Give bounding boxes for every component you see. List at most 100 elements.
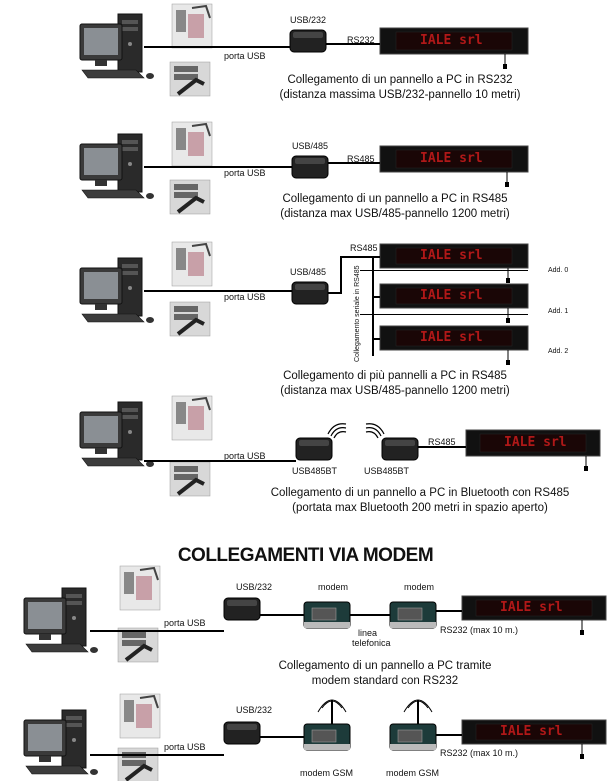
caption-2: Collegamento di un pannello a PC in RS48… (230, 192, 560, 222)
usb-port-label-6: porta USB (164, 742, 206, 752)
usb232-adapter-1 (289, 29, 327, 53)
panel-display-text-2: IALE srl (420, 151, 483, 166)
panel-display-text-1: IALE srl (420, 33, 483, 48)
bus-label-2: RS485 (347, 154, 375, 164)
usb-port-label-5: porta USB (164, 618, 206, 628)
usb-cable-3 (144, 290, 292, 292)
caption-1-line1: Collegamento di un pannello a PC in RS23… (287, 74, 513, 86)
rs485-return-2 (360, 314, 528, 315)
bluetooth-waves-4a (327, 423, 347, 439)
panel-plug-2 (504, 171, 510, 188)
usb-cable-1 (144, 46, 290, 48)
usb-port-image-1 (168, 60, 212, 98)
usb232-adapter-6 (223, 721, 261, 745)
panel-display-text-3b: IALE srl (420, 288, 483, 303)
gsm-antenna-6b (403, 699, 433, 725)
modem-label-5b: modem (404, 582, 435, 592)
adapter-label-6: USB/232 (236, 705, 273, 715)
usb-cable-6 (90, 754, 224, 756)
led-panel-4 (465, 429, 601, 457)
gsm-modem-6a (303, 723, 351, 751)
led-panel-1 (379, 27, 529, 55)
panel-address-2: Add. 2 (548, 348, 569, 355)
caption-1-line2: (distanza massima USB/232-pannello 10 me… (279, 89, 521, 101)
panel-plug-1 (502, 53, 508, 70)
usb-port-image-2 (168, 178, 212, 216)
panel-display-text-4: IALE srl (504, 435, 567, 450)
caption-5-line1: Collegamento di un pannello a PC tramite (278, 660, 492, 672)
adapter-modem-cable-6 (260, 736, 304, 738)
caption-3-line2: (distanza max USB/485-pannello 1200 metr… (280, 385, 510, 397)
panel-plug-5 (579, 619, 585, 636)
bus-label-1: RS232 (347, 35, 375, 45)
pc-computer-5 (23, 587, 99, 654)
rs232-cable-1 (326, 43, 380, 45)
gsm-modem-6b (389, 723, 437, 751)
motherboard-image-2 (171, 121, 213, 167)
phone-line-label-5b: telefonica (352, 638, 391, 648)
gsm-antenna-6a (317, 699, 347, 725)
gsm-modem-label-6b: modem GSM (386, 768, 440, 778)
panel-plug-3c (505, 349, 511, 366)
caption-5: Collegamento di un pannello a PC tramite… (220, 659, 550, 689)
caption-3-line1: Collegamento di più pannelli a PC in RS4… (283, 370, 507, 382)
modem-label-5a: modem (318, 582, 349, 592)
caption-5-line2: modem standard con RS232 (311, 675, 459, 687)
motherboard-image-3 (171, 241, 213, 287)
bluetooth-waves-4b (365, 423, 385, 439)
adapter-label-4b: USB485BT (364, 466, 410, 476)
usb485bt-adapter-4a (295, 437, 333, 461)
usb-port-image-4 (168, 460, 212, 498)
caption-4-line1: Collegamento di un pannello a PC in Blue… (270, 487, 570, 499)
panel-display-text-6: IALE srl (500, 724, 563, 739)
rs485-riser-3 (340, 256, 342, 294)
pc-computer-4 (79, 401, 155, 468)
usb232-adapter-5 (223, 597, 261, 621)
rs485-return-1 (360, 270, 528, 271)
adapter-label-1: USB/232 (290, 15, 327, 25)
adapter-label-5: USB/232 (236, 582, 273, 592)
motherboard-image-6 (119, 693, 161, 739)
panel-plug-3b (505, 307, 511, 324)
usb-port-image-3 (168, 300, 212, 338)
rs232-cable-5 (436, 610, 462, 612)
usb-port-label-1: porta USB (224, 51, 266, 61)
gsm-modem-label-6a: modem GSM (300, 768, 354, 778)
phone-line-label-5a: linea (358, 628, 378, 638)
adapter-label-3: USB/485 (290, 267, 327, 277)
bus-label-5: RS232 (max 10 m.) (440, 625, 519, 635)
motherboard-image-5 (119, 565, 161, 611)
bus-label-4: RS485 (428, 437, 456, 447)
usb-port-image-6 (116, 746, 160, 781)
rs485-cable-2 (328, 162, 380, 164)
serial-link-label-3: Collegamento seriale in RS485 (354, 265, 361, 363)
pc-computer-1 (79, 13, 155, 80)
usb-cable-5 (90, 630, 224, 632)
panel-display-text-3c: IALE srl (420, 330, 483, 345)
caption-4-line2: (portata max Bluetooth 200 metri in spaz… (292, 502, 548, 514)
panel-address-0: Add. 0 (548, 267, 569, 274)
rs485-cable-4 (418, 446, 466, 448)
rs485-to-panel-0 (340, 256, 380, 258)
usb485-adapter-3 (291, 281, 329, 305)
adapter-label-4a: USB485BT (292, 466, 338, 476)
phone-line-5 (350, 614, 390, 616)
panel-display-text-3a: IALE srl (420, 248, 483, 263)
motherboard-image-4 (171, 395, 213, 441)
bus-label-3: RS485 (350, 243, 378, 253)
usb-cable-2 (144, 166, 292, 168)
rs485-bus-vertical (372, 256, 374, 356)
led-panel-2 (379, 145, 529, 173)
panel-display-text-5: IALE srl (500, 600, 563, 615)
caption-2-line2: (distanza max USB/485-pannello 1200 metr… (280, 208, 510, 220)
panel-plug-4 (583, 455, 589, 472)
led-panel-3b (379, 283, 529, 309)
modem-5a (303, 601, 351, 629)
rs485-to-panel-2 (372, 338, 380, 340)
adapter-modem-cable-5 (260, 614, 304, 616)
usb-cable-4 (144, 460, 296, 462)
caption-1: Collegamento di un pannello a PC in RS23… (240, 73, 560, 103)
led-panel-6 (461, 719, 607, 745)
modem-section-title: COLLEGAMENTI VIA MODEM (177, 545, 434, 566)
